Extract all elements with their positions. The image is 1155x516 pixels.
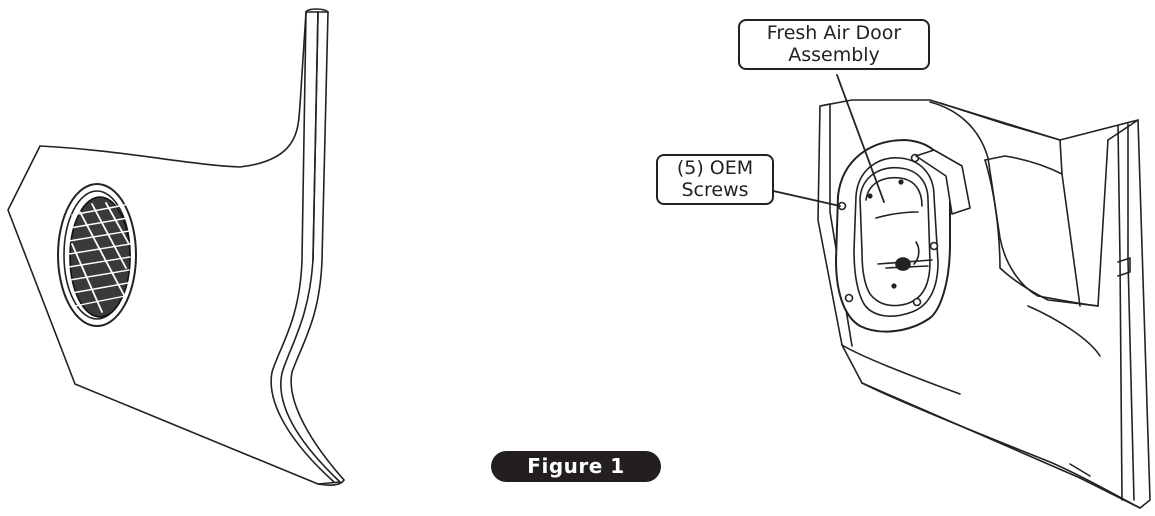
fresh-air-door bbox=[835, 139, 951, 333]
oem-screws-callout-line2: Screws bbox=[681, 179, 749, 201]
fresh-air-door-callout-line1: Fresh Air Door bbox=[766, 22, 902, 44]
left-kick-panel bbox=[7, 8, 345, 486]
door-latch-icon bbox=[877, 241, 933, 271]
figure-label: Figure 1 bbox=[491, 451, 661, 482]
vent-grille bbox=[57, 183, 137, 327]
oem-screws-callout: (5) OEM Screws bbox=[656, 154, 774, 205]
fresh-air-door-callout-line2: Assembly bbox=[788, 44, 880, 66]
fresh-air-door-callout: Fresh Air Door Assembly bbox=[738, 19, 930, 70]
fresh-air-leader-line bbox=[836, 74, 885, 203]
oem-screws-callout-line1: (5) OEM bbox=[676, 157, 754, 179]
right-kick-panel bbox=[817, 99, 1151, 509]
